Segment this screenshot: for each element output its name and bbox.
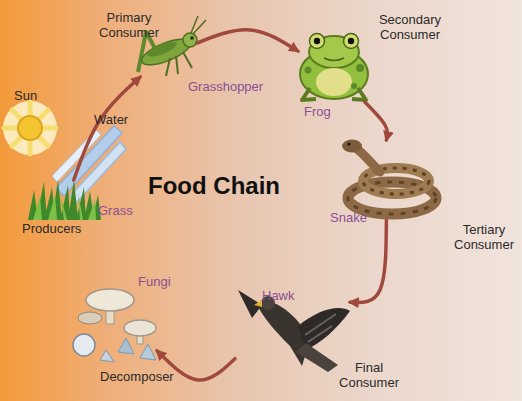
frog-pupil	[348, 38, 354, 44]
grasshopper-antennae	[191, 16, 206, 34]
hawk-feathers	[305, 314, 336, 342]
hawk-beak	[254, 300, 262, 307]
grasshopper-head	[183, 33, 197, 47]
energy-flow-arrow	[74, 77, 140, 180]
sun-glow	[3, 101, 57, 155]
snake-pattern	[363, 168, 429, 194]
snake-illustration	[342, 140, 436, 215]
crystal	[100, 350, 114, 362]
frog-spot	[356, 64, 364, 72]
organism-name: Grass	[98, 203, 133, 218]
snake-neck	[357, 149, 380, 172]
frog-head	[309, 36, 359, 68]
crystal	[118, 338, 134, 354]
grasshopper-wing	[145, 38, 178, 59]
trophic-level-label: Tertiary Consumer	[446, 222, 522, 252]
frog-eye	[310, 34, 325, 49]
organism-node: Secondary ConsumerFrog	[298, 32, 370, 102]
frog-spot	[305, 67, 312, 74]
organism-name: Grasshopper	[188, 79, 263, 94]
resource-label: Water	[94, 112, 128, 127]
sun-rays	[4, 102, 56, 154]
grasshopper-legs	[166, 52, 192, 76]
frog-eye	[344, 34, 359, 49]
resource-label: Sun	[14, 88, 37, 103]
energy-flow-arrow	[365, 102, 388, 140]
organism-name: Snake	[330, 210, 367, 225]
organism-node: SnakeTertiary Consumer	[340, 140, 440, 220]
snake-head	[342, 140, 362, 153]
mushroom-cap	[86, 289, 134, 311]
organism-node: Primary ConsumerGrasshopper	[132, 25, 197, 77]
sun-illustration	[3, 101, 57, 155]
grass-blades	[28, 179, 101, 220]
water-streak	[52, 130, 101, 182]
frog-pupil	[314, 38, 320, 44]
hawk-tail	[296, 343, 338, 372]
grasshopper-eye	[190, 36, 194, 40]
grass-illustration	[28, 179, 101, 220]
organism-name: Hawk	[262, 288, 295, 303]
grass-blades	[33, 193, 96, 220]
organism-node: HawkFinal Consumer	[235, 283, 350, 368]
diagram-title: Food Chain	[148, 172, 280, 200]
crystal	[140, 344, 156, 360]
water-illustration	[52, 126, 126, 202]
snake-eye	[347, 142, 350, 145]
organism-node: GrassProducers	[30, 180, 100, 220]
trophic-level-label: Primary Consumer	[93, 10, 165, 40]
energy-flow-arrow	[197, 30, 298, 51]
fungi-illustration	[73, 289, 156, 362]
frog-mouth	[324, 58, 344, 61]
pebble	[73, 334, 95, 356]
frog-spot	[351, 83, 357, 89]
organism-name: Frog	[304, 104, 331, 119]
mushroom-cap	[124, 320, 156, 336]
frog-legs	[302, 88, 366, 100]
energy-flow-arrow	[350, 220, 386, 303]
frog-illustration	[300, 34, 368, 101]
trophic-level-label: Secondary Consumer	[370, 12, 450, 42]
organism-name: Fungi	[138, 274, 171, 289]
trophic-level-label: Decomposer	[100, 369, 174, 384]
trophic-level-label: Producers	[22, 221, 81, 236]
hawk-wing	[238, 290, 262, 318]
mushroom-cap	[78, 312, 102, 324]
trophic-level-label: Final Consumer	[330, 360, 408, 390]
frog-belly	[316, 68, 352, 96]
snake-coil	[363, 168, 429, 194]
organism-node: FungiDecomposer	[72, 278, 157, 363]
sun-disc	[18, 116, 42, 140]
